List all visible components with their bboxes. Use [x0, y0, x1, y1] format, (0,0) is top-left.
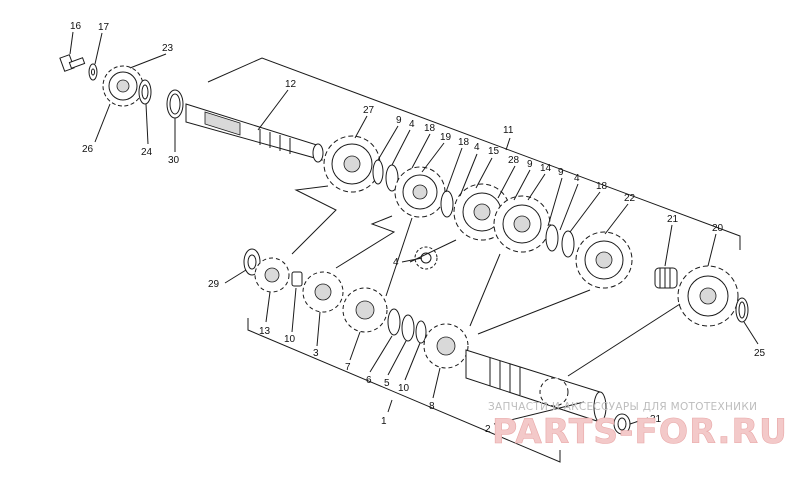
callout-28: 28: [508, 155, 520, 166]
washer-17: [88, 63, 98, 81]
callout-17: 17: [98, 22, 110, 33]
callout-9b: 9: [527, 159, 533, 170]
gear-8: [423, 323, 469, 369]
callout-10b: 10: [398, 383, 410, 394]
callout-18c: 18: [596, 181, 608, 192]
needle-bearing-21: [654, 267, 678, 289]
callout-7: 7: [345, 362, 351, 373]
gear-3: [302, 271, 344, 313]
callout-2: 2: [485, 424, 491, 435]
callout-21: 21: [667, 214, 679, 225]
callout-18b: 18: [458, 137, 470, 148]
callout-30: 30: [168, 155, 180, 166]
spacer-4: [414, 246, 438, 270]
callout-4b: 4: [474, 142, 480, 153]
callout-6: 6: [366, 375, 372, 386]
bushing-10: [291, 271, 303, 287]
callout-8: 8: [429, 401, 435, 412]
callout-26: 26: [82, 144, 94, 155]
main-shaft-12: [185, 103, 324, 163]
ring-5: [401, 314, 415, 342]
gear-27: [323, 135, 381, 193]
lower-assembly-bracket: [247, 318, 561, 463]
callout-19: 19: [440, 132, 452, 143]
callout-22: 22: [624, 193, 636, 204]
callout-4c: 4: [574, 173, 580, 184]
washer-4b: [545, 224, 559, 252]
callout-14: 14: [540, 163, 552, 174]
callout-18a: 18: [424, 123, 436, 134]
callout-20: 20: [712, 223, 724, 234]
watermark-logo: PARTS-FOR.RU: [492, 412, 788, 452]
callout-4a: 4: [409, 119, 415, 130]
gear-13: [254, 257, 290, 293]
callout-29: 29: [208, 279, 220, 290]
callout-24: 24: [141, 147, 153, 158]
seal-31: [613, 413, 631, 435]
callout-11: 11: [503, 125, 514, 136]
callout-1: 1: [381, 416, 387, 427]
ring-6: [387, 308, 401, 336]
ring-10: [415, 320, 427, 344]
assembly-arrows: [291, 185, 681, 377]
callout-25: 25: [754, 348, 766, 359]
callout-27: 27: [363, 105, 375, 116]
ring-18: [440, 190, 454, 218]
layshaft-2: [465, 349, 607, 423]
thrust-washer-29: [243, 248, 261, 276]
circlip-25: [735, 297, 749, 323]
callout-12: 12: [285, 79, 297, 90]
ring-24: [138, 79, 152, 105]
gear-20: [677, 265, 739, 327]
gear-7: [342, 287, 388, 333]
bushing-9: [372, 159, 384, 185]
watermark-caption: ЗАПЧАСТИ И АКСЕССУАРЫ ДЛЯ МОТОТЕХНИКИ: [488, 401, 757, 413]
callout-16: 16: [70, 21, 82, 32]
callout-31: 31: [650, 414, 662, 425]
ring-18b: [561, 230, 575, 258]
callout-labels: 16 17 23 26 24 30 12 27 9 4 18 19 18 4 1…: [70, 21, 766, 435]
callout-3: 3: [313, 348, 319, 359]
gear-19: [394, 166, 446, 218]
callout-15: 15: [488, 146, 500, 157]
gear-22: [575, 231, 633, 289]
watermark: ЗАПЧАСТИ И АКСЕССУАРЫ ДЛЯ МОТОТЕХНИКИ PA…: [488, 401, 788, 452]
leader-lines: [69, 31, 759, 425]
circlip-30: [166, 89, 184, 119]
upper-assembly-bracket: [207, 57, 741, 250]
callout-9a: 9: [396, 115, 402, 126]
gear-14: [493, 195, 551, 253]
callout-9c: 9: [558, 167, 564, 178]
callout-4d: 4: [393, 257, 399, 268]
callout-5: 5: [384, 378, 390, 389]
sprocket-26: [102, 65, 144, 107]
callout-13: 13: [259, 326, 271, 337]
callout-23: 23: [162, 43, 174, 54]
bolt-16: [59, 54, 86, 72]
callout-10a: 10: [284, 334, 296, 345]
